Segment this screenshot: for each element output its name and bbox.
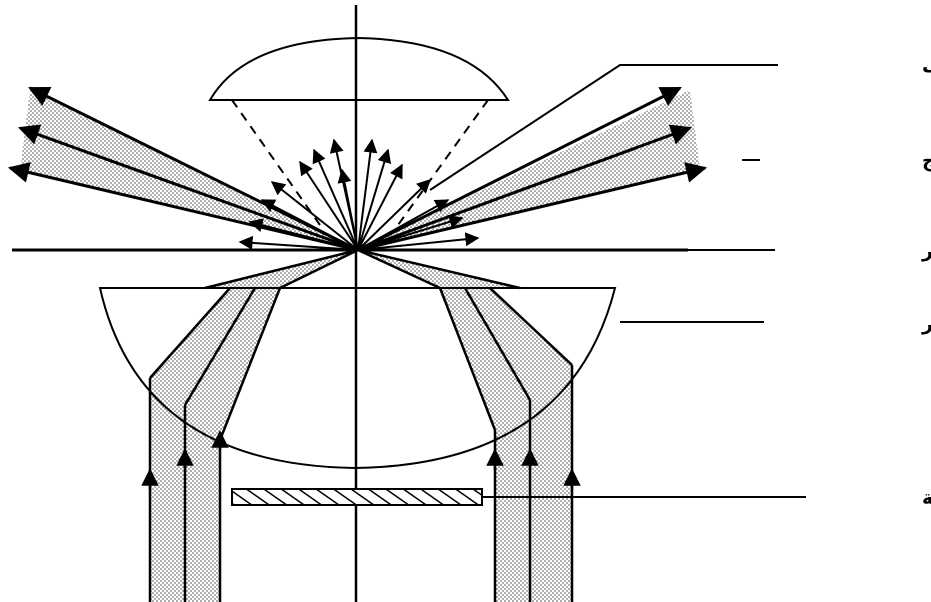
beam-lines [148,248,574,602]
label-deflected-ray: شعاع منحرف [922,55,931,77]
illumination-beams [150,288,572,602]
converging-cones [205,250,520,288]
annular-ring [231,488,483,506]
label-microscope-stage: مسرح المجهر [921,240,931,262]
label-condenser-lens: عدسة مكثف المجهر [921,313,931,335]
direct-ray-bands [20,90,700,250]
objective-dashed-lines [231,99,489,226]
label-direct-ray-out: شعاع مباشر خارج [922,150,931,172]
labels: شعاع منحرف شعاع مباشر خارج مسرح المجهر ع… [921,55,931,509]
beam-arrows [141,430,581,490]
leader-lines [429,64,806,498]
deflected-rays [238,138,480,251]
direct-rays-out [7,86,708,252]
label-annular-ring: حلقة مركزية [922,487,931,509]
objective-lens [208,36,510,101]
